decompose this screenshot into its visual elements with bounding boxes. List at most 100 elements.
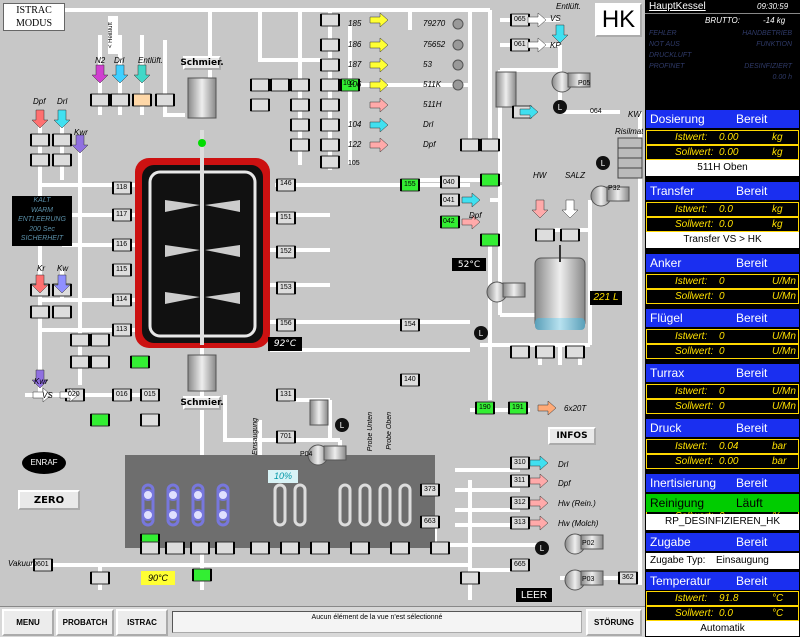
valve[interactable] xyxy=(33,558,53,572)
valve[interactable] xyxy=(310,541,330,555)
enraf-button[interactable]: ENRAF xyxy=(22,452,66,474)
valve[interactable] xyxy=(510,474,530,488)
valve[interactable] xyxy=(320,13,340,27)
valve[interactable] xyxy=(510,456,530,470)
schmier-bottom-button[interactable]: Schmier. xyxy=(180,396,224,410)
valve[interactable] xyxy=(480,173,500,187)
valve[interactable] xyxy=(215,541,235,555)
valve[interactable] xyxy=(52,153,72,167)
pumps[interactable] xyxy=(307,71,630,591)
valve[interactable] xyxy=(460,138,480,152)
valve[interactable] xyxy=(90,93,110,107)
valve[interactable] xyxy=(510,345,530,359)
valve[interactable] xyxy=(276,318,296,332)
valve[interactable] xyxy=(320,78,340,92)
valve[interactable] xyxy=(52,133,72,147)
valve[interactable] xyxy=(276,430,296,444)
valve[interactable] xyxy=(112,238,132,252)
valve[interactable] xyxy=(460,571,480,585)
probatch-button[interactable]: PROBATCH xyxy=(56,609,114,636)
valve[interactable] xyxy=(250,98,270,112)
valve[interactable] xyxy=(276,178,296,192)
buffer-tank[interactable] xyxy=(534,245,586,330)
valve[interactable] xyxy=(565,345,585,359)
small-tank[interactable] xyxy=(495,71,517,108)
valve[interactable] xyxy=(90,413,110,427)
valve[interactable] xyxy=(112,323,132,337)
valve[interactable] xyxy=(112,181,132,195)
pump[interactable] xyxy=(551,71,591,93)
valve[interactable] xyxy=(440,193,460,207)
infos-button[interactable]: INFOS xyxy=(548,427,596,445)
valve[interactable] xyxy=(90,355,110,369)
valve[interactable] xyxy=(30,153,50,167)
schmier-top-button[interactable]: Schmier. xyxy=(180,56,224,70)
motor-bottom[interactable] xyxy=(187,354,217,392)
valve[interactable] xyxy=(70,333,90,347)
storung-button[interactable]: STÖRUNG xyxy=(586,609,642,636)
valve[interactable] xyxy=(52,305,72,319)
pump[interactable] xyxy=(307,444,347,466)
valve[interactable] xyxy=(400,373,420,387)
valve[interactable] xyxy=(430,541,450,555)
valve[interactable] xyxy=(475,401,495,415)
valve[interactable] xyxy=(250,541,270,555)
risilmat-drum[interactable] xyxy=(617,137,643,179)
valve[interactable] xyxy=(30,133,50,147)
valve[interactable] xyxy=(510,496,530,510)
valve[interactable] xyxy=(90,333,110,347)
valve[interactable] xyxy=(190,541,210,555)
valve[interactable] xyxy=(290,78,310,92)
valve[interactable] xyxy=(140,388,160,402)
valve[interactable] xyxy=(132,93,152,107)
valve[interactable] xyxy=(276,245,296,259)
panel-title[interactable]: HauptKessel xyxy=(649,1,706,12)
valve[interactable] xyxy=(290,118,310,132)
valve[interactable] xyxy=(618,571,638,585)
section-zugabe[interactable]: Zugabe Bereit xyxy=(646,533,799,551)
valve[interactable] xyxy=(280,541,300,555)
valve[interactable] xyxy=(320,38,340,52)
valve[interactable] xyxy=(320,118,340,132)
valve[interactable] xyxy=(140,541,160,555)
section-temperatur[interactable]: Temperatur Bereit xyxy=(646,572,799,590)
motor-top[interactable] xyxy=(187,77,217,119)
valve[interactable] xyxy=(320,98,340,112)
valve[interactable] xyxy=(508,401,528,415)
valve[interactable] xyxy=(510,516,530,530)
valve[interactable] xyxy=(560,228,580,242)
valve[interactable] xyxy=(440,175,460,189)
valve[interactable] xyxy=(420,483,440,497)
valve[interactable] xyxy=(510,558,530,572)
valve[interactable] xyxy=(90,571,110,585)
zero-button[interactable]: ZERO xyxy=(18,490,80,510)
valve[interactable] xyxy=(420,515,440,529)
valve[interactable] xyxy=(290,98,310,112)
pump[interactable] xyxy=(564,533,604,555)
pump[interactable] xyxy=(486,281,526,303)
valve[interactable] xyxy=(290,138,310,152)
valve[interactable] xyxy=(276,388,296,402)
main-vessel[interactable] xyxy=(135,130,270,348)
istrac-button[interactable]: ISTRAC xyxy=(116,609,168,636)
valve[interactable] xyxy=(276,281,296,295)
valve[interactable] xyxy=(276,211,296,225)
menu-button[interactable]: MENU xyxy=(2,609,54,636)
valve-set[interactable] xyxy=(30,13,638,585)
valve[interactable] xyxy=(112,208,132,222)
valve[interactable] xyxy=(535,345,555,359)
valve[interactable] xyxy=(320,138,340,152)
valve[interactable] xyxy=(320,155,340,169)
valve[interactable] xyxy=(270,78,290,92)
valve[interactable] xyxy=(140,413,160,427)
